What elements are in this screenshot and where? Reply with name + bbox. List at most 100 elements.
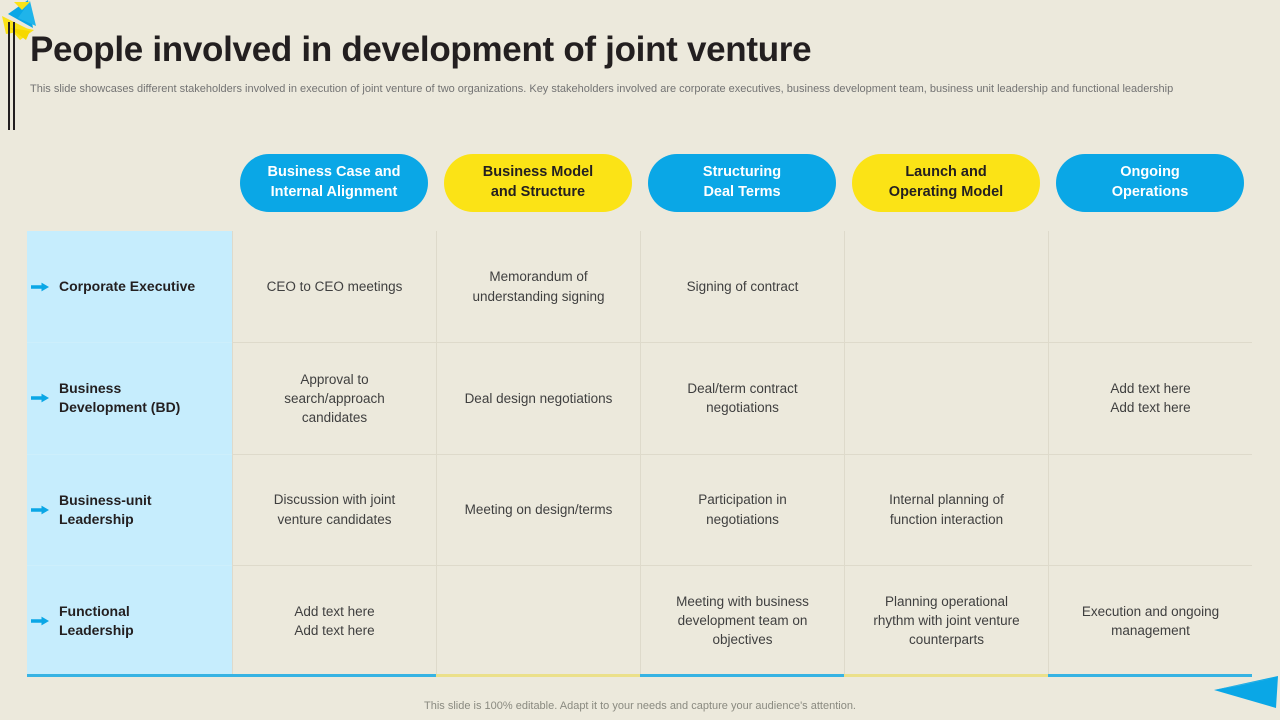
- matrix-cell-line: understanding signing: [472, 288, 605, 304]
- matrix-cell-line: candidates: [301, 409, 368, 425]
- matrix-cell-line: counterparts: [908, 632, 985, 648]
- matrix-cell-text: Approval to search/approach candidates: [284, 370, 385, 427]
- matrix-cell-line: CEO to CEO meetings: [266, 279, 403, 295]
- matrix-cell-r3-c2[interactable]: Meeting on design/terms: [436, 453, 640, 565]
- title-accent-rules: [8, 22, 16, 130]
- matrix-cell-line: objectives: [712, 632, 773, 648]
- bullet-arrow-icon: [31, 393, 49, 403]
- matrix-cell-line: Add text here: [1110, 400, 1191, 416]
- matrix-cell-r1-c5[interactable]: [1048, 231, 1252, 343]
- matrix-cell-line: Meeting with business: [676, 594, 809, 610]
- matrix-cell-line: Add text here: [1110, 381, 1191, 397]
- accent-rule-col-1: [232, 674, 436, 677]
- row-label-1[interactable]: Corporate Executive: [27, 231, 232, 343]
- footer-note: This slide is 100% editable. Adapt it to…: [424, 700, 856, 712]
- matrix-cell-line: Deal/term contract: [687, 381, 798, 397]
- matrix-cell-line: Approval to: [300, 371, 369, 387]
- matrix-cell-line: Planning operational: [884, 594, 1009, 610]
- phase-pill-label-line2: Operations: [1111, 184, 1189, 200]
- phase-pill-label-line1: Ongoing: [1120, 164, 1180, 181]
- phase-pill-label-line1: Structuring: [702, 164, 782, 181]
- matrix-cell-r1-c3[interactable]: Signing of contract: [640, 231, 844, 343]
- matrix-cell-text: Meeting on design/terms: [465, 500, 613, 519]
- row-label-line2: Development (BD): [59, 399, 181, 416]
- matrix-cell-line: Add text here: [294, 603, 375, 619]
- matrix-cell-r3-c4[interactable]: Internal planning of function interaction: [844, 453, 1048, 565]
- matrix-cell-r3-c3[interactable]: Participation in negotiations: [640, 453, 844, 565]
- accent-rule-col-3: [640, 674, 844, 677]
- matrix-cell-r4-c2[interactable]: [436, 564, 640, 676]
- phase-pill-label-line1: Launch and: [905, 164, 987, 181]
- matrix-cell-r3-c5[interactable]: [1048, 453, 1252, 565]
- phase-pill-label-line2: Internal Alignment: [270, 184, 398, 200]
- phase-pill-label-line2: and Structure: [490, 184, 586, 200]
- accent-rule-label-col: [27, 674, 232, 677]
- matrix-cell-line: Execution and ongoing: [1081, 603, 1220, 619]
- bullet-arrow-icon: [31, 282, 49, 292]
- accent-rule-col-4: [844, 674, 1048, 677]
- matrix-cell-line: development team on: [677, 613, 808, 629]
- matrix-cell-r2-c2[interactable]: Deal design negotiations: [436, 342, 640, 454]
- accent-rule-col-2: [436, 674, 640, 677]
- matrix-cell-r1-c2[interactable]: Memorandum of understanding signing: [436, 231, 640, 343]
- matrix-cell-line: Meeting on design/terms: [464, 502, 613, 518]
- matrix-cell-text: Deal design negotiations: [465, 389, 613, 408]
- matrix-cell-text: Participation in negotiations: [698, 490, 787, 528]
- matrix-cell-r4-c5[interactable]: Execution and ongoing management: [1048, 564, 1252, 676]
- phase-pill-label: Business Model and Structure: [483, 163, 593, 202]
- matrix-cell-r1-c4[interactable]: [844, 231, 1048, 343]
- matrix-cell-line: function interaction: [889, 511, 1004, 527]
- matrix-cell-r1-c1[interactable]: CEO to CEO meetings: [232, 231, 436, 343]
- matrix-cell-line: negotiations: [706, 511, 779, 527]
- phase-pill-label-line1: Business Model: [482, 164, 594, 181]
- matrix-cell-line: Internal planning of: [889, 492, 1004, 508]
- matrix-cell-line: search/approach: [284, 390, 385, 406]
- matrix-cell-line: Add text here: [294, 622, 375, 638]
- matrix-cell-r4-c3[interactable]: Meeting with business development team on…: [640, 564, 844, 676]
- matrix-cell-text: CEO to CEO meetings: [267, 277, 403, 296]
- phase-pill-label-line2: Operating Model: [888, 184, 1004, 200]
- slide-subtitle: This slide showcases different stakehold…: [30, 83, 1174, 96]
- matrix-cell-text: Signing of contract: [687, 277, 799, 296]
- bottom-accent-rules: [27, 674, 1252, 677]
- matrix-cell-r2-c1[interactable]: Approval to search/approach candidates: [232, 342, 436, 454]
- slide-header: People involved in development of joint …: [30, 30, 1230, 97]
- matrix-cell-r2-c4[interactable]: [844, 342, 1048, 454]
- matrix-cell-line: Deal design negotiations: [464, 390, 613, 406]
- bullet-arrow-icon: [31, 505, 49, 515]
- phase-pill-label-line2: Deal Terms: [703, 184, 781, 200]
- matrix-cell-line: management: [1111, 622, 1190, 638]
- matrix-cell-line: Participation in: [698, 492, 787, 508]
- row-label-line1: Functional: [59, 602, 130, 619]
- matrix-cell-line: Memorandum of: [489, 269, 588, 285]
- row-label-line1: Business: [59, 380, 122, 397]
- phase-pill-2[interactable]: Business Model and Structure: [444, 154, 632, 212]
- page-title: People involved in development of joint …: [30, 30, 812, 69]
